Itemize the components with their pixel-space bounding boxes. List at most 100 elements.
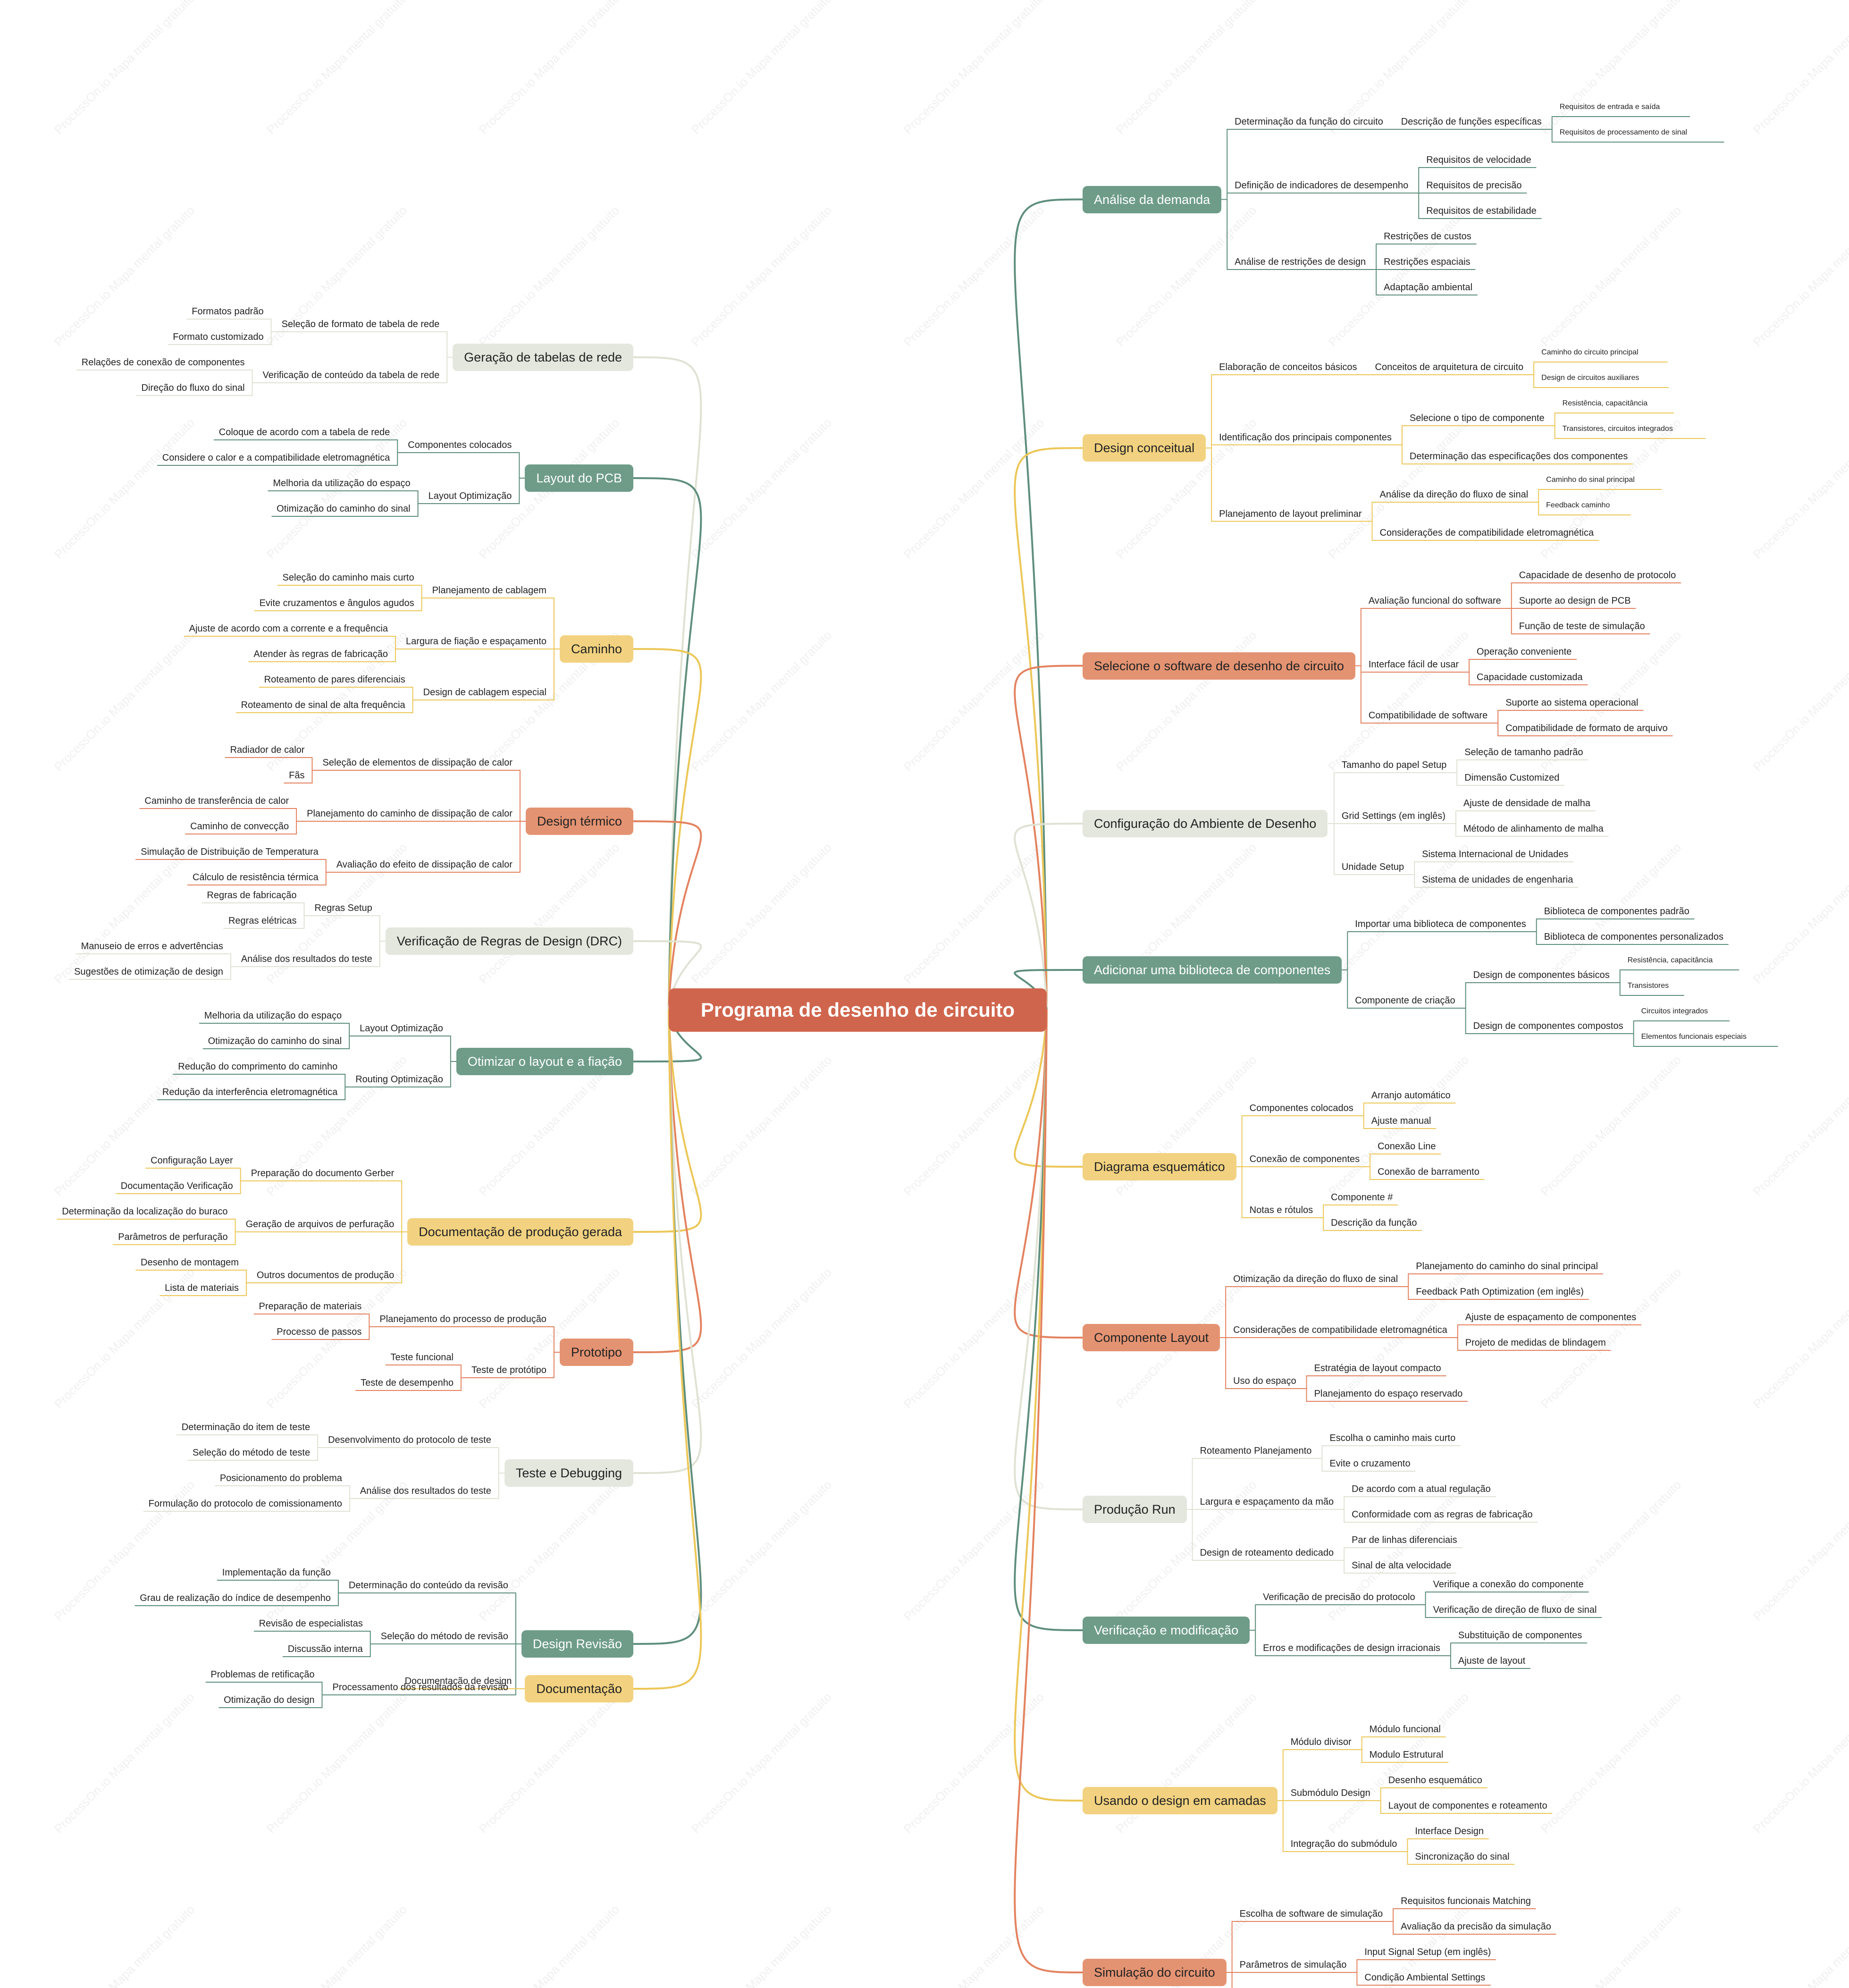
detail-label[interactable]: Redução do comprimento do caminho: [178, 1061, 338, 1072]
detail-label[interactable]: Circuitos integrados: [1641, 1007, 1708, 1015]
detail-label[interactable]: Restrições de custos: [1384, 231, 1471, 242]
subtopic-label[interactable]: Análise de restrições de design: [1235, 257, 1366, 267]
subtopic-label[interactable]: Análise dos resultados do teste: [360, 1486, 491, 1496]
subtopic-label[interactable]: Parâmetros de simulação: [1239, 1960, 1347, 1970]
detail-label[interactable]: Arranjo automático: [1371, 1090, 1451, 1101]
detail-label[interactable]: Coloque de acordo com a tabela de rede: [219, 427, 390, 438]
detail-label[interactable]: Caminho do sinal principal: [1546, 476, 1635, 484]
subtopic-label[interactable]: Componentes colocados: [408, 440, 512, 450]
detail-label[interactable]: Sugestões de otimização de design: [74, 967, 223, 977]
detail-label[interactable]: Biblioteca de componentes personalizados: [1544, 932, 1723, 942]
detail-label[interactable]: Feedback Path Optimization (em inglês): [1416, 1287, 1584, 1297]
main-topic[interactable]: Usando o design em camadas: [1083, 1787, 1277, 1814]
detail-label[interactable]: Selecione o tipo de componente: [1409, 413, 1545, 423]
subtopic-label[interactable]: Identificação dos principais componentes: [1219, 432, 1392, 443]
detail-label[interactable]: Redução da interferência eletromagnética: [162, 1087, 338, 1097]
subtopic-label[interactable]: Conexão de componentes: [1249, 1154, 1360, 1164]
detail-label[interactable]: Problemas de retificação: [210, 1669, 315, 1680]
detail-label[interactable]: Preparação de materiais: [259, 1301, 362, 1312]
detail-label[interactable]: Processo de passos: [277, 1327, 362, 1337]
detail-label[interactable]: Conformidade com as regras de fabricação: [1352, 1509, 1533, 1520]
detail-label[interactable]: Evite o cruzamento: [1329, 1458, 1411, 1469]
detail-label[interactable]: Otimização do caminho do sinal: [277, 504, 411, 514]
subtopic-label[interactable]: Largura e espaçamento da mão: [1200, 1497, 1334, 1507]
detail-label[interactable]: Sistema Internacional de Unidades: [1422, 849, 1569, 859]
subtopic-label[interactable]: Seleção do método de revisão: [380, 1631, 508, 1642]
detail-label[interactable]: Análise da direção do fluxo de sinal: [1379, 489, 1529, 500]
detail-label[interactable]: Caminho de convecção: [190, 821, 289, 832]
detail-label[interactable]: Desenho de montagem: [141, 1257, 239, 1268]
subtopic-label[interactable]: Planejamento do caminho de dissipação de…: [307, 809, 513, 819]
detail-label[interactable]: Regras elétricas: [228, 916, 297, 926]
detail-label[interactable]: Módulo funcional: [1369, 1724, 1441, 1735]
detail-label[interactable]: Otimização do caminho do sinal: [208, 1036, 342, 1046]
detail-label[interactable]: Escolha o caminho mais curto: [1329, 1433, 1456, 1443]
detail-label[interactable]: Substituição de componentes: [1458, 1630, 1582, 1641]
subtopic-label[interactable]: Considerações de compatibilidade eletrom…: [1233, 1325, 1447, 1335]
subtopic-label[interactable]: Componente de criação: [1355, 995, 1455, 1006]
detail-label[interactable]: Estratégia de layout compacto: [1314, 1363, 1441, 1373]
detail-label[interactable]: Requisitos de velocidade: [1426, 155, 1531, 165]
detail-label[interactable]: Sinal de alta velocidade: [1352, 1560, 1452, 1571]
main-topic[interactable]: Design conceitual: [1083, 434, 1206, 462]
detail-label[interactable]: Verificação de direção de fluxo de sinal: [1433, 1605, 1597, 1615]
detail-label[interactable]: Requisitos de precisão: [1426, 180, 1522, 191]
subtopic-label[interactable]: Outros documentos de produção: [256, 1270, 395, 1280]
subtopic-label[interactable]: Planejamento de layout preliminar: [1219, 508, 1362, 519]
detail-label[interactable]: Radiador de calor: [230, 745, 305, 755]
main-topic[interactable]: Selecione o software de desenho de circu…: [1083, 652, 1355, 680]
detail-label[interactable]: Caminho do circuito principal: [1541, 348, 1639, 356]
detail-label[interactable]: Caminho de transferência de calor: [144, 796, 289, 806]
detail-label[interactable]: Determinação das especificações dos comp…: [1409, 451, 1628, 462]
detail-label[interactable]: Resistência, capacitância: [1562, 399, 1648, 407]
detail-label[interactable]: Requisitos de estabilidade: [1426, 206, 1537, 216]
subtopic-label[interactable]: Importar uma biblioteca de componentes: [1355, 919, 1526, 929]
detail-label[interactable]: Formulação do protocolo de comissionamen…: [148, 1499, 342, 1509]
detail-label[interactable]: Condição Ambiental Settings: [1364, 1972, 1486, 1983]
detail-label[interactable]: Conceitos de arquitetura de circuito: [1375, 362, 1524, 372]
detail-label[interactable]: Ajuste de layout: [1458, 1656, 1526, 1666]
detail-label[interactable]: Formato customizado: [173, 332, 264, 342]
detail-label[interactable]: Ajuste manual: [1371, 1116, 1431, 1126]
subtopic-label[interactable]: Análise dos resultados do teste: [241, 954, 372, 964]
detail-label[interactable]: Seleção do método de teste: [193, 1448, 311, 1458]
main-topic[interactable]: Diagrama esquemático: [1083, 1153, 1236, 1180]
subtopic-label[interactable]: Escolha de software de simulação: [1239, 1909, 1383, 1919]
main-topic[interactable]: Produção Run: [1083, 1496, 1187, 1523]
subtopic-label[interactable]: Planejamento do processo de produção: [379, 1314, 546, 1324]
subtopic-label[interactable]: Processamento dos resultados da revisão: [332, 1682, 508, 1693]
detail-label[interactable]: Determinação do item de teste: [181, 1422, 311, 1432]
detail-label[interactable]: Componente #: [1331, 1192, 1393, 1203]
detail-label[interactable]: Elementos funcionais especiais: [1641, 1033, 1747, 1041]
subtopic-label[interactable]: Notas e rótulos: [1249, 1205, 1313, 1215]
detail-label[interactable]: Considerações de compatibilidade eletrom…: [1379, 528, 1594, 538]
detail-label[interactable]: Teste de desempenho: [361, 1378, 454, 1388]
subtopic-label[interactable]: Planejamento de cablagem: [432, 585, 546, 596]
main-topic[interactable]: Caminho: [559, 635, 633, 663]
detail-label[interactable]: De acordo com a atual regulação: [1352, 1484, 1491, 1494]
detail-label[interactable]: Sistema de unidades de engenharia: [1422, 875, 1573, 885]
detail-label[interactable]: Cálculo de resistência térmica: [192, 872, 319, 883]
detail-label[interactable]: Conexão de barramento: [1378, 1167, 1479, 1177]
subtopic-label[interactable]: Integração do submódulo: [1290, 1839, 1397, 1849]
detail-label[interactable]: Roteamento de sinal de alta frequência: [241, 700, 405, 710]
detail-label[interactable]: Manuseio de erros e advertências: [81, 941, 223, 952]
subtopic-label[interactable]: Layout Optimização: [360, 1023, 443, 1034]
main-topic[interactable]: Simulação do circuito: [1083, 1959, 1227, 1986]
detail-label[interactable]: Posicionamento do problema: [219, 1473, 342, 1483]
subtopic-label[interactable]: Desenvolvimento do protocolo de teste: [328, 1435, 491, 1445]
detail-label[interactable]: Compatibilidade de formato de arquivo: [1505, 723, 1668, 733]
detail-label[interactable]: Design de componentes compostos: [1473, 1021, 1623, 1031]
subtopic-label[interactable]: Verificação de conteúdo da tabela de red…: [262, 370, 440, 380]
detail-label[interactable]: Operação conveniente: [1477, 647, 1572, 657]
detail-label[interactable]: Interface Design: [1415, 1826, 1484, 1836]
detail-label[interactable]: Capacidade customizada: [1477, 672, 1583, 682]
subtopic-label[interactable]: Erros e modificações de design irraciona…: [1263, 1643, 1440, 1653]
detail-label[interactable]: Design de circuitos auxiliares: [1541, 374, 1639, 382]
subtopic-label[interactable]: Módulo divisor: [1290, 1737, 1352, 1747]
main-topic[interactable]: Documentação de produção gerada: [407, 1218, 633, 1246]
subtopic-label[interactable]: Seleção de elementos de dissipação de ca…: [322, 758, 513, 768]
main-topic[interactable]: Otimizar o layout e a fiação: [456, 1048, 633, 1075]
subtopic-label[interactable]: Design de cablagem especial: [423, 687, 546, 698]
detail-label[interactable]: Seleção de tamanho padrão: [1464, 747, 1583, 758]
